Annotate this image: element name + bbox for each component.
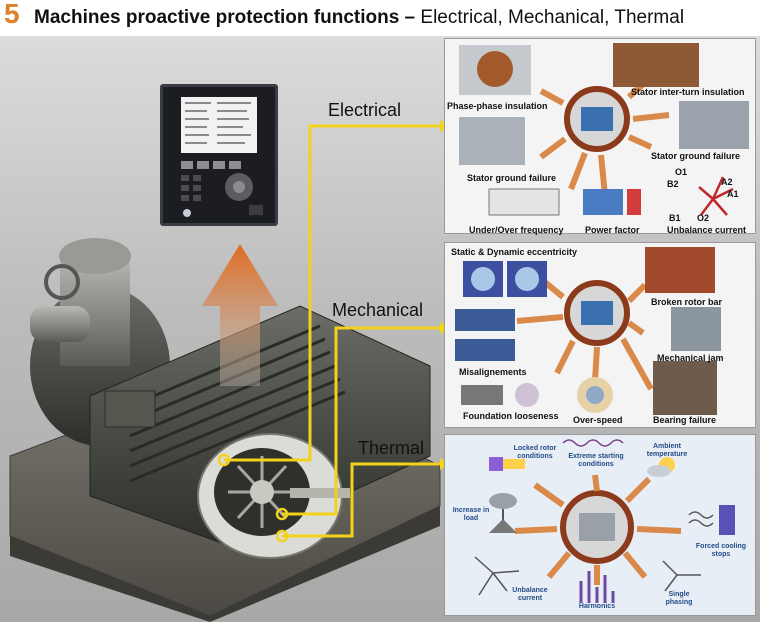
label-eccentricity: Static & Dynamic eccentricity bbox=[451, 247, 578, 257]
section-label-thermal: Thermal bbox=[358, 438, 425, 458]
connector-thermal bbox=[282, 462, 440, 538]
thermal-panel-art bbox=[474, 439, 735, 603]
relay-faceplate bbox=[181, 97, 263, 217]
mechanical-panel: Static & Dynamic eccentricity Broken rot… bbox=[444, 242, 756, 428]
label-extreme-starting: Extreme starting conditions bbox=[568, 453, 624, 468]
thermal-panel: Locked rotor conditions Extreme starting… bbox=[444, 434, 756, 616]
label-stator-ground-left: Stator ground failure bbox=[467, 173, 557, 183]
electrical-panel: Phase-phase insulation Stator inter-turn… bbox=[444, 38, 756, 235]
diagram-stage: Phase-phase insulation Stator inter-turn… bbox=[0, 36, 760, 622]
section-label-electrical: Electrical bbox=[328, 100, 402, 120]
label-single-phasing: Single phasing bbox=[665, 591, 693, 606]
connector-mechanical bbox=[282, 326, 440, 516]
title-bar: 5 Machines proactive protection function… bbox=[0, 0, 760, 36]
label-stator-inter-turn: Stator inter-turn insulation bbox=[631, 87, 745, 97]
connector-electrical bbox=[224, 124, 440, 462]
title-main-text: Machines proactive protection functions … bbox=[34, 7, 416, 28]
label-locked-rotor: Locked rotor conditions bbox=[513, 445, 557, 460]
label-mechanical-jam: Mechanical jam bbox=[657, 353, 724, 363]
label-foundation-looseness: Foundation looseness bbox=[463, 411, 559, 421]
phasor-label-a1: A1 bbox=[727, 189, 739, 199]
label-harmonics: Harmonics bbox=[578, 603, 616, 610]
phasor-label-a2: A2 bbox=[721, 177, 733, 187]
label-increase-in-load: Increase in load bbox=[452, 507, 490, 522]
upward-arrow bbox=[202, 244, 278, 386]
figure-number: 5 bbox=[4, 0, 20, 29]
label-ambient-temperature: Ambient temperature bbox=[646, 443, 688, 458]
label-over-speed: Over-speed bbox=[573, 415, 623, 425]
title-subtitle: Electrical, Mechanical, Thermal bbox=[420, 7, 685, 28]
label-misalignements: Misalignements bbox=[459, 367, 527, 377]
electrical-panel-art bbox=[459, 43, 749, 216]
mechanical-panel-art bbox=[455, 247, 721, 415]
page-title: Machines proactive protection functions … bbox=[34, 7, 684, 29]
label-unbalance-current: Unbalance current bbox=[667, 225, 747, 235]
label-bearing-failure: Bearing failure bbox=[653, 415, 717, 425]
label-thermal-unbalance: Unbalance current bbox=[512, 587, 548, 602]
label-under-over-frequency: Under/Over frequency bbox=[469, 225, 564, 235]
connector-lines bbox=[217, 120, 450, 543]
label-forced-cooling: Forced cooling stops bbox=[695, 543, 747, 558]
label-phase-phase-insulation: Phase-phase insulation bbox=[447, 101, 548, 111]
phasor-label-b2: B2 bbox=[667, 179, 679, 189]
motor-illustration bbox=[9, 238, 441, 622]
label-stator-ground-right: Stator ground failure bbox=[651, 151, 741, 161]
phasor-label-o2: O2 bbox=[697, 213, 710, 223]
phasor-label-o1: O1 bbox=[675, 167, 688, 177]
label-broken-rotor-bar: Broken rotor bar bbox=[651, 297, 723, 307]
phasor-label-b1: B1 bbox=[669, 213, 681, 223]
protection-relay bbox=[160, 84, 278, 226]
section-label-mechanical: Mechanical bbox=[332, 300, 424, 320]
label-power-factor: Power factor bbox=[585, 225, 640, 235]
